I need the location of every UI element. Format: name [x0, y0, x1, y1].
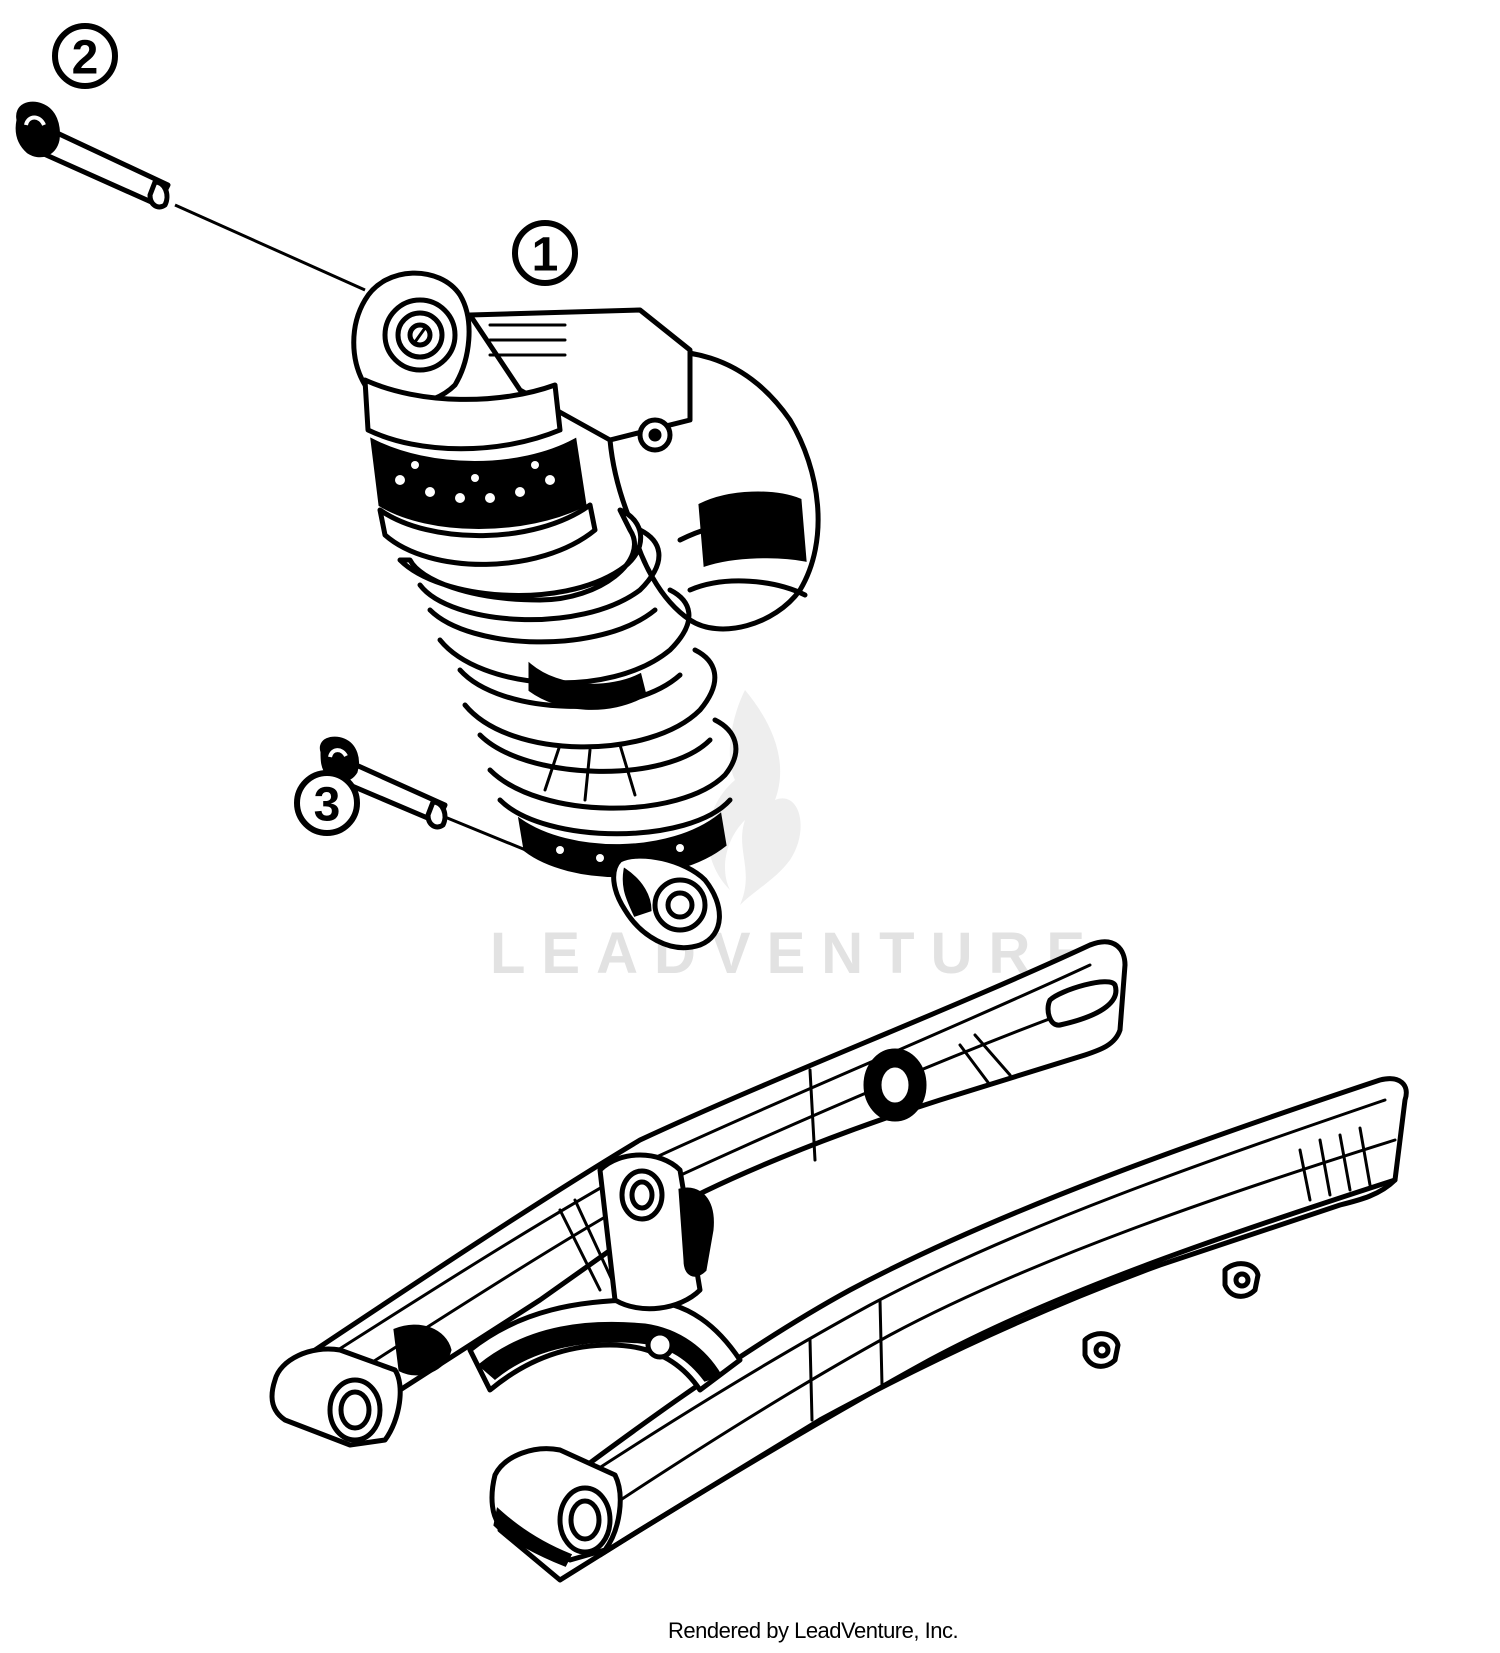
watermark: LEADVENTURE: [490, 690, 1101, 986]
shock-absorber: [351, 270, 821, 951]
callout-3: 3: [294, 770, 360, 836]
callout-3-label: 3: [314, 779, 341, 832]
upper-bolt: [15, 101, 366, 292]
callout-2: 2: [52, 23, 118, 89]
lower-bolt: [319, 736, 556, 864]
swingarm: [269, 939, 1409, 1583]
render-credit: Rendered by LeadVenture, Inc.: [668, 1618, 959, 1643]
watermark-text: LEADVENTURE: [490, 921, 1101, 986]
callout-1-label: 1: [532, 229, 559, 282]
callout-1: 1: [512, 220, 578, 286]
leader-line-2: [174, 203, 366, 292]
callout-2-label: 2: [72, 32, 99, 85]
watermark-logo-icon: [708, 690, 801, 905]
